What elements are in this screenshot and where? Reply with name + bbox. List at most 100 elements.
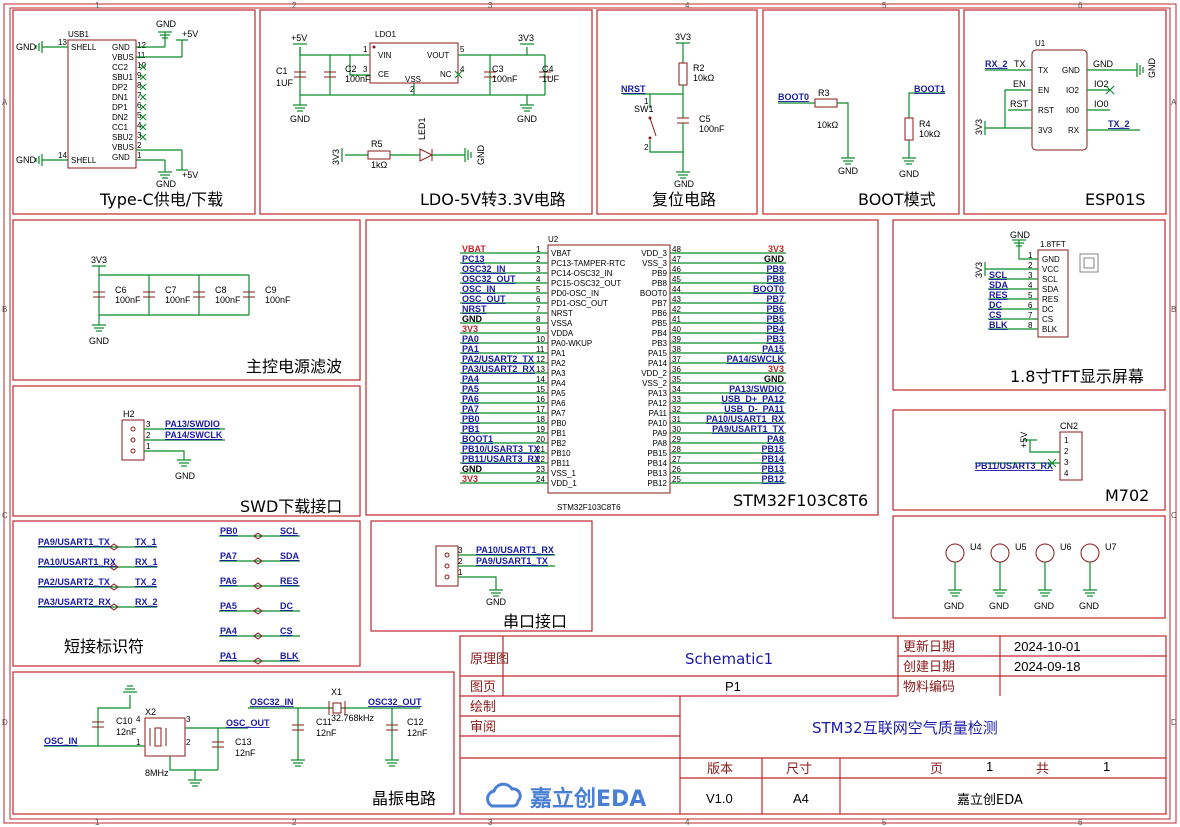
crystal-x2-val: 8MHz [145, 768, 169, 778]
tft-pin-name: GND [1042, 255, 1060, 264]
ruler-row-label: A [1171, 98, 1177, 107]
shortcut-net-a: PA6 [220, 576, 237, 586]
mcu-left-net-label: PA7 [462, 404, 479, 414]
block-reset [596, 9, 758, 215]
shortcut-net-a: PB0 [220, 526, 238, 536]
typec-pin-num: 4 [137, 121, 142, 130]
gnd-symbol [35, 154, 43, 166]
uart-circuit: 3 2 1 PA10/USART1_RX PA9/USART1_TX GND [435, 545, 555, 607]
shortcut-net-b: BLK [280, 651, 299, 661]
ruler-col-label: 2 [292, 818, 297, 827]
block-mcu [365, 219, 879, 516]
gnd-symbol [520, 104, 534, 112]
block-title-m702: M702 [1105, 486, 1149, 505]
mcu-left-pin-num: 23 [536, 465, 545, 474]
capacitor-c4-symbol [539, 71, 551, 78]
tb-value-create: 2024-09-18 [1014, 659, 1081, 674]
mcu-right-net-label: PA15 [762, 344, 784, 354]
mcu-right-pin-num: 32 [672, 405, 681, 414]
shortcut-net-b: RX_2 [135, 597, 158, 607]
capacitor-c13-symbol [212, 741, 224, 748]
mcu-right-pin-num: 48 [672, 245, 681, 254]
swd-gnd: GND [175, 471, 196, 481]
typec-pin-num: 9 [137, 71, 142, 80]
crystal-oscin: OSC_IN [44, 736, 78, 746]
tft-gnd-wire [1018, 240, 1038, 260]
tb-label-schematic: 原理图 [470, 652, 509, 667]
esp-pin-tx: TX [1038, 66, 1049, 75]
mcu-left-pin-num: 20 [536, 435, 545, 444]
mcu-left-pin-num: 16 [536, 395, 545, 404]
mcu-circuit: U2 STM32F103C8T6 VBAT1VBATPC13-TAMPER-RT… [460, 235, 786, 512]
crystal-x1-val: 32.768kHz [331, 713, 375, 723]
mcu-right-net-label: USB_D-_PA11 [724, 404, 784, 414]
tb-label-material: 物料编码 [903, 680, 955, 695]
tb-project: STM32互联网空气质量检测 [812, 719, 998, 737]
net-tie-icon [253, 657, 263, 665]
mcu-right-pin-name: VSS_2 [642, 379, 667, 388]
mcu-right-net-label: BOOT0 [753, 284, 784, 294]
typec-right-pin: VBUS [112, 53, 134, 62]
tb-label-update: 更新日期 [903, 639, 955, 655]
net-tie-icon [253, 557, 263, 565]
mcu-left-net-label: OSC_OUT [462, 294, 506, 304]
tb-label-size: 尺寸 [786, 762, 812, 777]
cloud-icon [486, 782, 522, 808]
m702-connector-body [1059, 431, 1083, 481]
filter-cap-ref: C8 [215, 285, 227, 295]
tft-circuit: 1.8TFT GND 3V3 GND1VCC2SCL3SCLSDA4SDARES… [974, 230, 1099, 338]
switch-blade [649, 117, 657, 137]
esp-pin-gnd: GND [1062, 66, 1080, 75]
mcu-right-pin-name: VSS_3 [642, 259, 667, 268]
ldo-pin1-dot [372, 45, 376, 49]
typec-pin-num: 5 [137, 111, 142, 120]
typec-pin-num: 6 [137, 101, 142, 110]
mcu-left-pin-name: PD1-OSC_OUT [551, 299, 608, 308]
gnd-symbol [158, 171, 172, 179]
typec-gnd-bottom: GND [156, 179, 177, 189]
tft-gnd: GND [1010, 230, 1031, 240]
shortcut-net-b: SCL [280, 526, 299, 536]
mcu-right-pin-num: 44 [672, 285, 681, 294]
mcu-right-net-label: PA10/USART1_RX [706, 414, 784, 424]
reset-circuit: 3V3 R2 10kΩ NRST SW1 1 2 C5 100nF GND [621, 32, 725, 189]
mcu-left-net-label: NRST [462, 304, 487, 314]
ruler-row-label: D [2, 718, 8, 727]
m702-pin2: 2 [1064, 447, 1069, 456]
esp-en-wire [1004, 89, 1032, 129]
capacitor-c3-symbol [484, 71, 496, 78]
tft-pin-name: RES [1042, 295, 1058, 304]
mcu-ref: U2 [548, 235, 559, 244]
tft-net-label: BLK [989, 320, 1008, 330]
mcu-right-pin-num: 26 [672, 465, 681, 474]
esp-pin-rst: RST [1038, 106, 1054, 115]
mcu-body [547, 244, 671, 494]
mcu-left-pin-num: 13 [536, 365, 545, 374]
typec-pin-num: 1 [137, 151, 142, 160]
mcu-left-pin-name: PC14-OSC32_IN [551, 269, 613, 278]
boot1-wire [908, 92, 945, 118]
ruler-col-label: 4 [685, 1, 690, 10]
m702-ref: CN2 [1060, 421, 1078, 431]
resistor-r3 [814, 98, 838, 108]
mounting-hole-icon [1080, 543, 1100, 563]
gnd-symbol [35, 41, 43, 53]
mcu-right-pin-num: 34 [672, 385, 681, 394]
capacitor-c11-symbol [292, 724, 304, 731]
mcu-right-pin-name: PB12 [647, 479, 667, 488]
mcu-left-net-label: VBAT [462, 244, 486, 254]
block-crystal [12, 671, 455, 815]
mcu-left-pin-num: 12 [536, 355, 545, 364]
typec-right-pin: VBUS [112, 143, 134, 152]
net-tie-icon [253, 607, 263, 615]
mcu-left-pin-name: PA3 [551, 369, 566, 378]
noconnect-mark [139, 93, 147, 101]
mcu-left-net-label: PA4 [462, 374, 479, 384]
noconnect-mark [1047, 458, 1057, 468]
m702-vcc-wire [1029, 440, 1060, 453]
ldo-c4-val: 1UF [542, 74, 560, 84]
tb-label-pagenum: 页 [930, 762, 943, 777]
filter-top-rail [98, 266, 249, 276]
mcu-right-pin-num: 25 [672, 475, 681, 484]
mcu-right-pin-name: PB13 [647, 469, 667, 478]
